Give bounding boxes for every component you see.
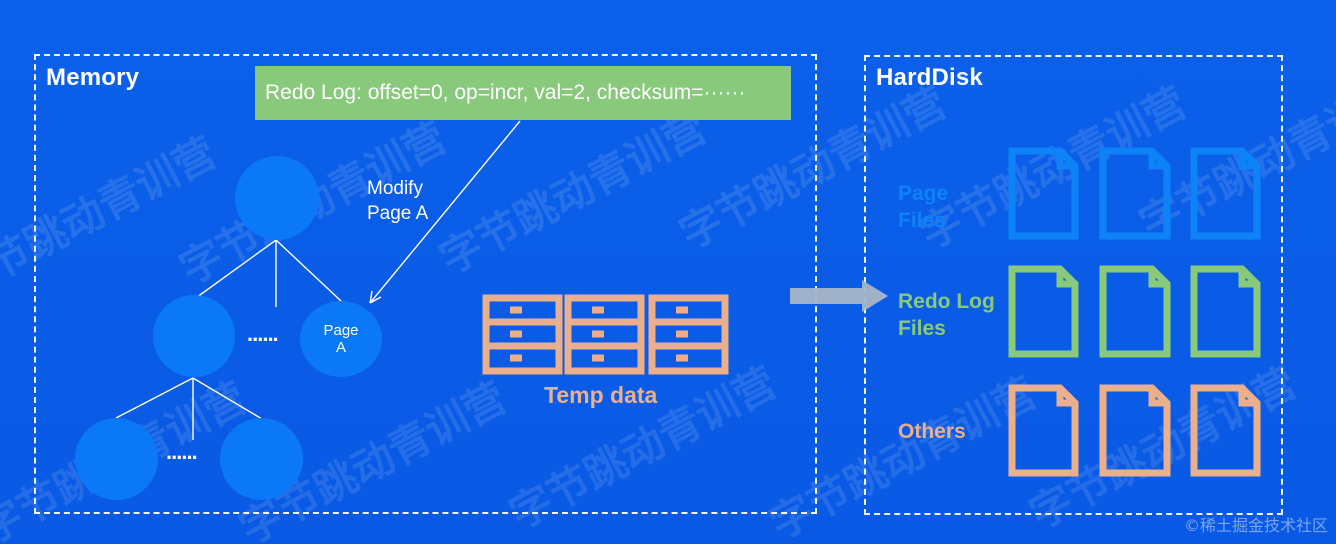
other-files-icons: [1008, 384, 1261, 477]
tree-edge-left-child-right: [192, 377, 263, 420]
others-label: Others: [898, 420, 966, 443]
page-files-label-line-1: Page: [898, 182, 949, 205]
other-file-icon-3: [1190, 384, 1261, 477]
redo-log-text: Redo Log: offset=0, op=incr, val=2, chec…: [265, 81, 746, 104]
page-a-node: Page A: [300, 301, 382, 377]
modify-arrow-head: [369, 290, 382, 304]
page-file-icon-3: [1190, 147, 1261, 240]
source-watermark: ©稀土掘金技术社区: [1183, 516, 1328, 535]
modify-line-2: Page A: [367, 203, 429, 225]
tree-edge-left-child-left: [115, 377, 194, 419]
redo-file-icon-1: [1008, 265, 1079, 358]
tree-ellipsis-bottom: ......: [166, 439, 198, 464]
redo-log-files-label-line-2: Files: [898, 317, 946, 341]
tree-edge-root-left: [192, 239, 277, 301]
page-files-icons: [1008, 147, 1261, 240]
page-files-label: Page Files: [898, 180, 948, 235]
page-file-icon-2: [1099, 147, 1171, 240]
tree-bottom-left-node: [75, 418, 158, 500]
page-files-label-line-2: Files: [898, 209, 946, 233]
redo-file-icon-2: [1099, 265, 1171, 358]
transfer-arrow-icon: [790, 280, 888, 312]
redo-log-files-label: Redo Log Files: [898, 288, 995, 343]
page-a-label-line-1: Page: [323, 321, 359, 339]
tree-edge-root-page-a: [275, 239, 342, 302]
other-file-icon-2: [1099, 384, 1171, 477]
page-a-label-line-2: A: [335, 339, 346, 356]
harddisk-title: HardDisk: [876, 64, 983, 91]
tree-root-node: [235, 156, 319, 240]
temp-data-label: Temp data: [544, 382, 658, 408]
tree-left-node: [153, 295, 235, 377]
modify-page-a-label: Modify Page A: [367, 176, 428, 227]
other-file-icon-1: [1008, 384, 1079, 477]
redo-log-record: Redo Log: offset=0, op=incr, val=2, chec…: [255, 66, 791, 120]
redo-file-icon-3: [1190, 265, 1261, 358]
page-file-icon-1: [1008, 147, 1079, 240]
temp-storage-icon: [482, 294, 729, 375]
redo-log-files-label-line-1: Redo Log: [898, 290, 995, 313]
modify-arrow-line: [369, 120, 521, 304]
memory-panel: [34, 54, 817, 514]
tree-ellipsis-top: ......: [247, 321, 279, 346]
memory-title: Memory: [46, 64, 140, 91]
redo-files-icons: [1008, 265, 1261, 358]
modify-line-1: Modify: [367, 178, 423, 199]
tree-bottom-right-node: [220, 418, 303, 500]
